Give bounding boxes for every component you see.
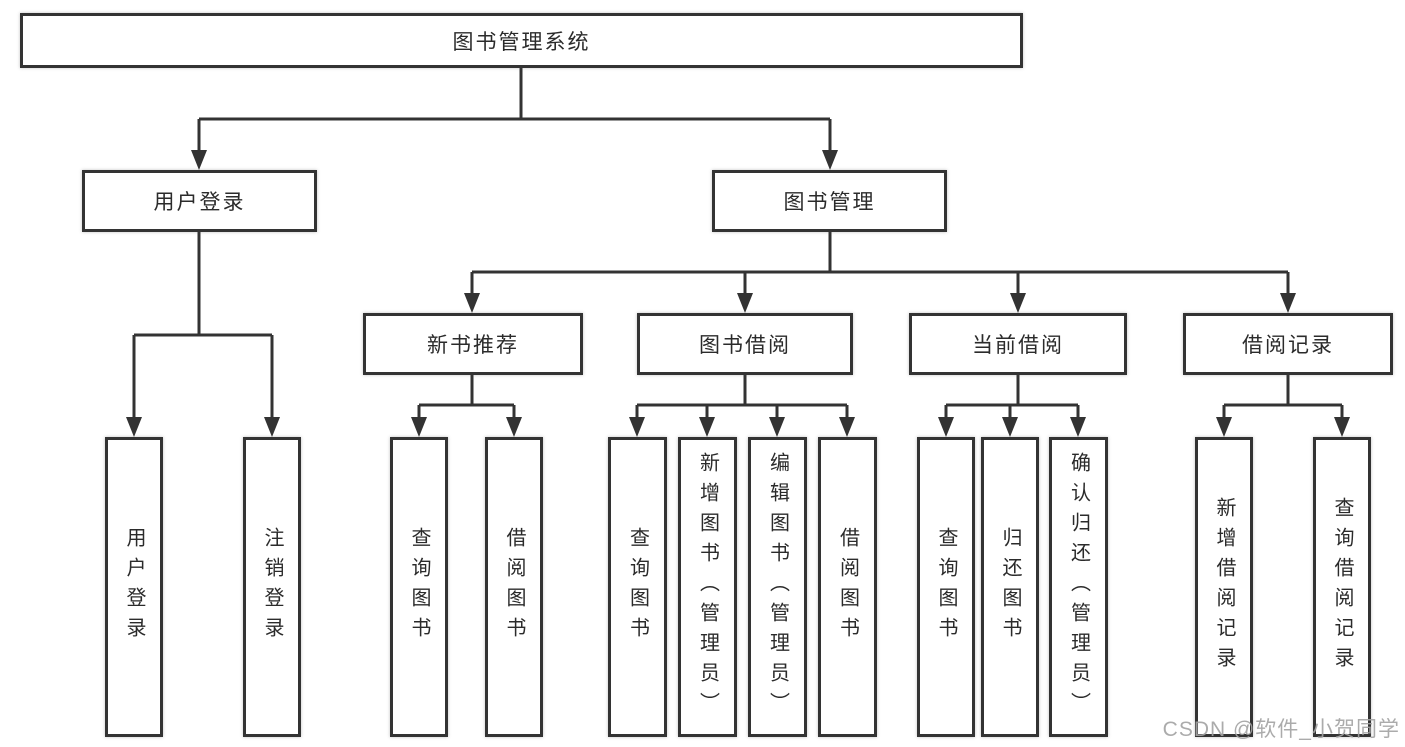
leaf-user-login: 用户登录: [105, 437, 163, 737]
arrowhead: [1216, 417, 1350, 437]
leaf-query-books-borrow: 查询图书: [608, 437, 667, 737]
node-book-management: 图书管理: [712, 170, 947, 232]
leaf-confirm-return-admin: 确认归还（管理员）: [1049, 437, 1108, 737]
node-root-label: 图书管理系统: [452, 30, 591, 54]
leaf-add-book-admin: 新增图书（管理员）: [678, 437, 737, 737]
node-new-book-recommend-label: 新书推荐: [427, 334, 519, 357]
leaf-query-books-recommend-label: 查询图书: [408, 527, 430, 647]
connector-current-borrow-to-leaves: [938, 373, 1086, 437]
node-book-management-label: 图书管理: [783, 191, 876, 214]
leaf-return-books: 归还图书: [981, 437, 1039, 737]
leaf-add-borrow-record: 新增借阅记录: [1195, 437, 1253, 737]
leaf-edit-book-admin: 编辑图书（管理员）: [748, 437, 807, 737]
connector-book-management-to-level3: [464, 230, 1296, 313]
connector-line: [1222, 373, 1344, 419]
leaf-logout-label: 注销登录: [261, 527, 283, 647]
arrowhead: [464, 293, 1296, 313]
connector-root-to-level2: [191, 66, 838, 170]
leaf-logout: 注销登录: [243, 437, 301, 737]
leaf-borrow-books-recommend: 借阅图书: [485, 437, 543, 737]
node-current-borrow-label: 当前借阅: [972, 334, 1064, 357]
arrowhead: [191, 150, 838, 170]
arrowhead: [126, 417, 280, 437]
node-current-borrow: 当前借阅: [909, 313, 1127, 375]
connector-line: [470, 230, 1290, 295]
node-user-login-label: 用户登录: [153, 191, 246, 214]
node-book-borrow: 图书借阅: [637, 313, 853, 375]
connector-line: [197, 66, 832, 152]
connector-line: [944, 373, 1080, 419]
node-borrow-records-label: 借阅记录: [1242, 334, 1334, 357]
leaf-query-borrow-record: 查询借阅记录: [1313, 437, 1371, 737]
leaf-confirm-return-admin-label: 确认归还（管理员）: [1067, 452, 1090, 722]
node-root: 图书管理系统: [20, 13, 1023, 68]
connector-borrow-records-to-leaves: [1216, 373, 1350, 437]
node-user-login: 用户登录: [82, 170, 317, 232]
leaf-query-borrow-record-label: 查询借阅记录: [1331, 497, 1353, 677]
connector-line: [132, 230, 274, 419]
leaf-add-book-admin-label: 新增图书（管理员）: [696, 452, 719, 722]
arrowhead: [938, 417, 1086, 437]
leaf-return-books-label: 归还图书: [999, 527, 1021, 647]
leaf-add-borrow-record-label: 新增借阅记录: [1213, 497, 1235, 677]
node-borrow-records: 借阅记录: [1183, 313, 1393, 375]
node-new-book-recommend: 新书推荐: [363, 313, 583, 375]
leaf-borrow-books-recommend-label: 借阅图书: [503, 527, 525, 647]
connector-line: [635, 373, 849, 419]
connector-line: [417, 373, 516, 419]
leaf-borrow-books-label: 借阅图书: [836, 527, 859, 647]
leaf-query-books-borrow-label: 查询图书: [626, 527, 649, 647]
leaf-query-books-recommend: 查询图书: [390, 437, 448, 737]
node-book-borrow-label: 图书借阅: [699, 334, 791, 357]
connector-new-book-recommend-to-leaves: [411, 373, 522, 437]
arrowhead: [411, 417, 522, 437]
connector-user-login-to-leaves: [126, 230, 280, 437]
leaf-borrow-books: 借阅图书: [818, 437, 877, 737]
csdn-watermark: CSDN @软件_小贺同学: [1162, 718, 1400, 741]
leaf-query-books-current: 查询图书: [917, 437, 975, 737]
leaf-user-login-label: 用户登录: [123, 527, 145, 647]
leaf-query-books-current-label: 查询图书: [935, 527, 957, 647]
connector-book-borrow-to-leaves: [629, 373, 855, 437]
leaf-edit-book-admin-label: 编辑图书（管理员）: [766, 452, 789, 722]
arrowhead: [629, 417, 855, 437]
